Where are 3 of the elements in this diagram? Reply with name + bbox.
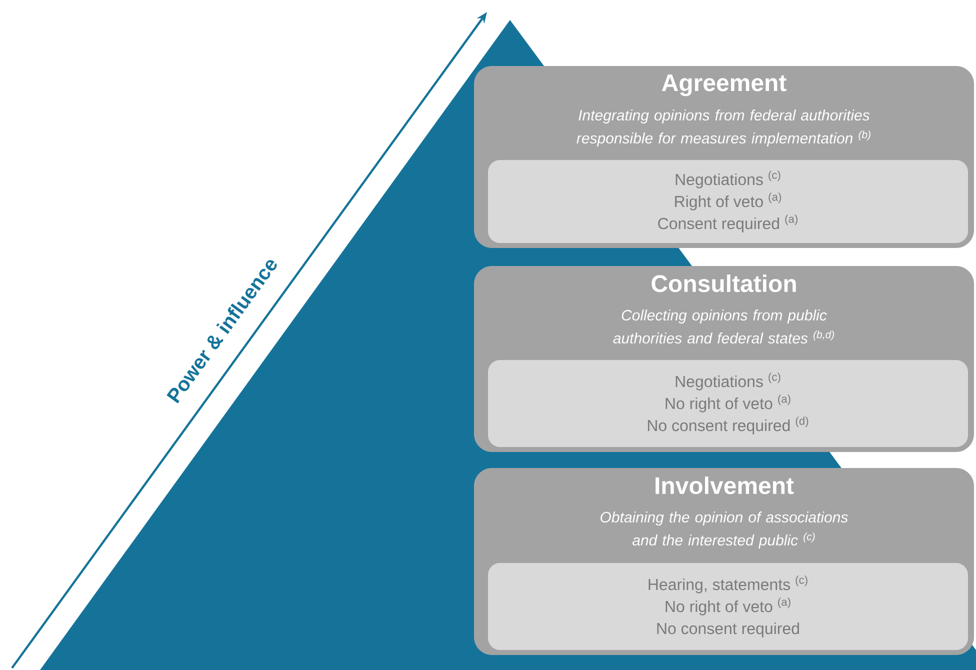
criteria-box: Hearing, statements $^{(c)}$ No right of veto $^{(a)}$ No consent required [488,563,968,650]
criteria-box: Negotiations $^{(c)}$ No right of veto $^{(a)}$ No consent required $^{(d)}$ [488,360,968,447]
criteria-box: Negotiations $^{(c)}$ Right of veto $^{(a)}$ Consent required $^{(a)}$ [488,160,968,243]
